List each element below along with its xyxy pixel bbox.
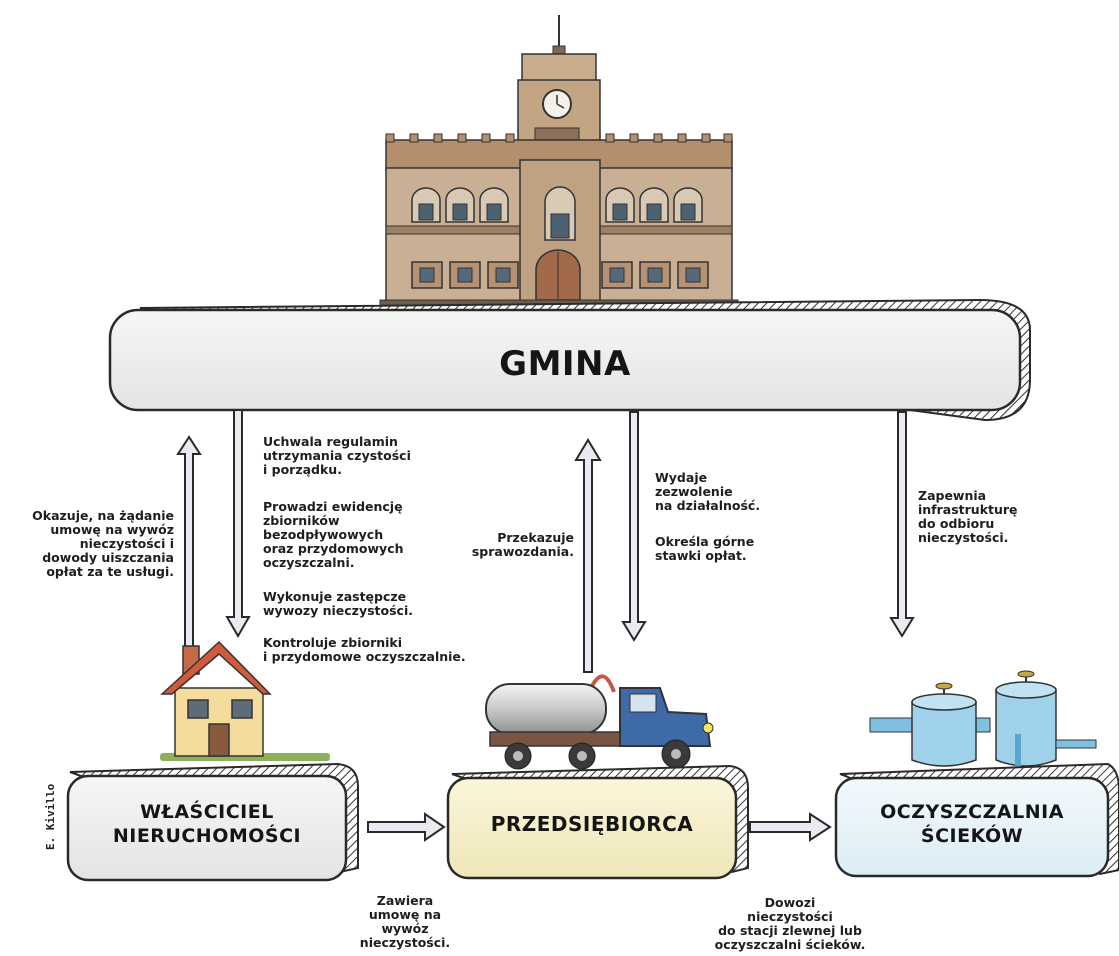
flow-arrows — [176, 409, 915, 842]
note-gmina-permit: Wydaje zezwolenie na działalność. — [655, 470, 761, 513]
contractor-label: PRZEDSIĘBIORCA — [490, 812, 694, 836]
note-gmina-rules: Uchwala regulamin utrzymania czystości i… — [263, 434, 411, 477]
plant-label: OCZYSZCZALNIA ŚCIEKÓW — [880, 801, 1064, 847]
house-illustration — [160, 640, 330, 761]
note-gmina-registry: Prowadzi ewidencję zbiorników bezodpływo… — [263, 499, 404, 570]
town-hall-illustration — [379, 15, 739, 311]
gmina-box — [108, 298, 1031, 422]
owner-box — [66, 762, 359, 882]
note-gmina-control: Kontroluje zbiorniki i przydomowe oczysz… — [263, 635, 466, 664]
note-gmina-substitute: Wykonuje zastępcze wywozy nieczystości. — [263, 589, 413, 618]
plant-box — [834, 762, 1119, 878]
note-contractor-reports: Przekazuje sprawozdania. — [471, 530, 574, 559]
author-credit: E. Kivillo — [44, 783, 57, 850]
treatment-plant-illustration — [869, 670, 1097, 778]
gmina-label: GMINA — [499, 344, 631, 384]
note-gmina-infrastructure: Zapewnia infrastrukturę do odbioru niecz… — [918, 488, 1018, 545]
note-owner-to-gmina: Okazuje, na żądanie umowę na wywóz niecz… — [32, 508, 174, 579]
truck-illustration — [485, 674, 714, 770]
note-contractor-delivery: Dowozi nieczystości do stacji zlewnej lu… — [714, 895, 866, 952]
owner-label: WŁAŚCICIEL NIERUCHOMOŚCI — [112, 801, 302, 847]
note-owner-contract: Zawiera umowę na wywóz nieczystości. — [359, 893, 451, 950]
note-gmina-fees: Określa górne stawki opłat. — [655, 534, 755, 563]
contractor-box — [446, 764, 749, 880]
